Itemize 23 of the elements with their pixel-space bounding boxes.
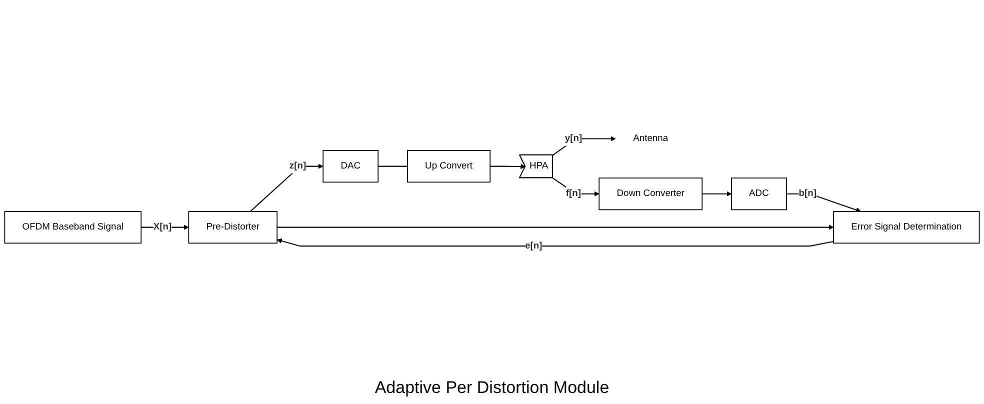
arrow xyxy=(250,164,324,212)
node-box: DAC xyxy=(322,150,379,183)
connector xyxy=(378,166,408,167)
edge-label: y[n] xyxy=(564,133,582,144)
node-box: Error Signal Determination xyxy=(833,211,980,244)
node-box: Down Converter xyxy=(598,178,703,210)
node-box: Up Convert xyxy=(407,150,491,183)
arrow xyxy=(702,191,732,196)
node-text: Antenna xyxy=(633,133,668,144)
edge-label: b[n] xyxy=(798,188,816,199)
node-box: ADC xyxy=(731,178,787,210)
caption: Adaptive Per Distortion Module xyxy=(374,377,610,399)
arrow xyxy=(552,178,600,196)
edge-label: X[n] xyxy=(153,222,172,232)
edge-label: f[n] xyxy=(566,188,582,199)
edge-label: e[n] xyxy=(525,240,542,251)
arrow xyxy=(276,238,834,247)
node-box: OFDM Baseband Signal xyxy=(4,211,142,244)
node-box: Pre-Distorter xyxy=(188,211,278,244)
arrow xyxy=(490,164,526,170)
edge-label: z[n] xyxy=(289,161,306,171)
arrow xyxy=(552,136,616,156)
arrow xyxy=(277,224,834,230)
